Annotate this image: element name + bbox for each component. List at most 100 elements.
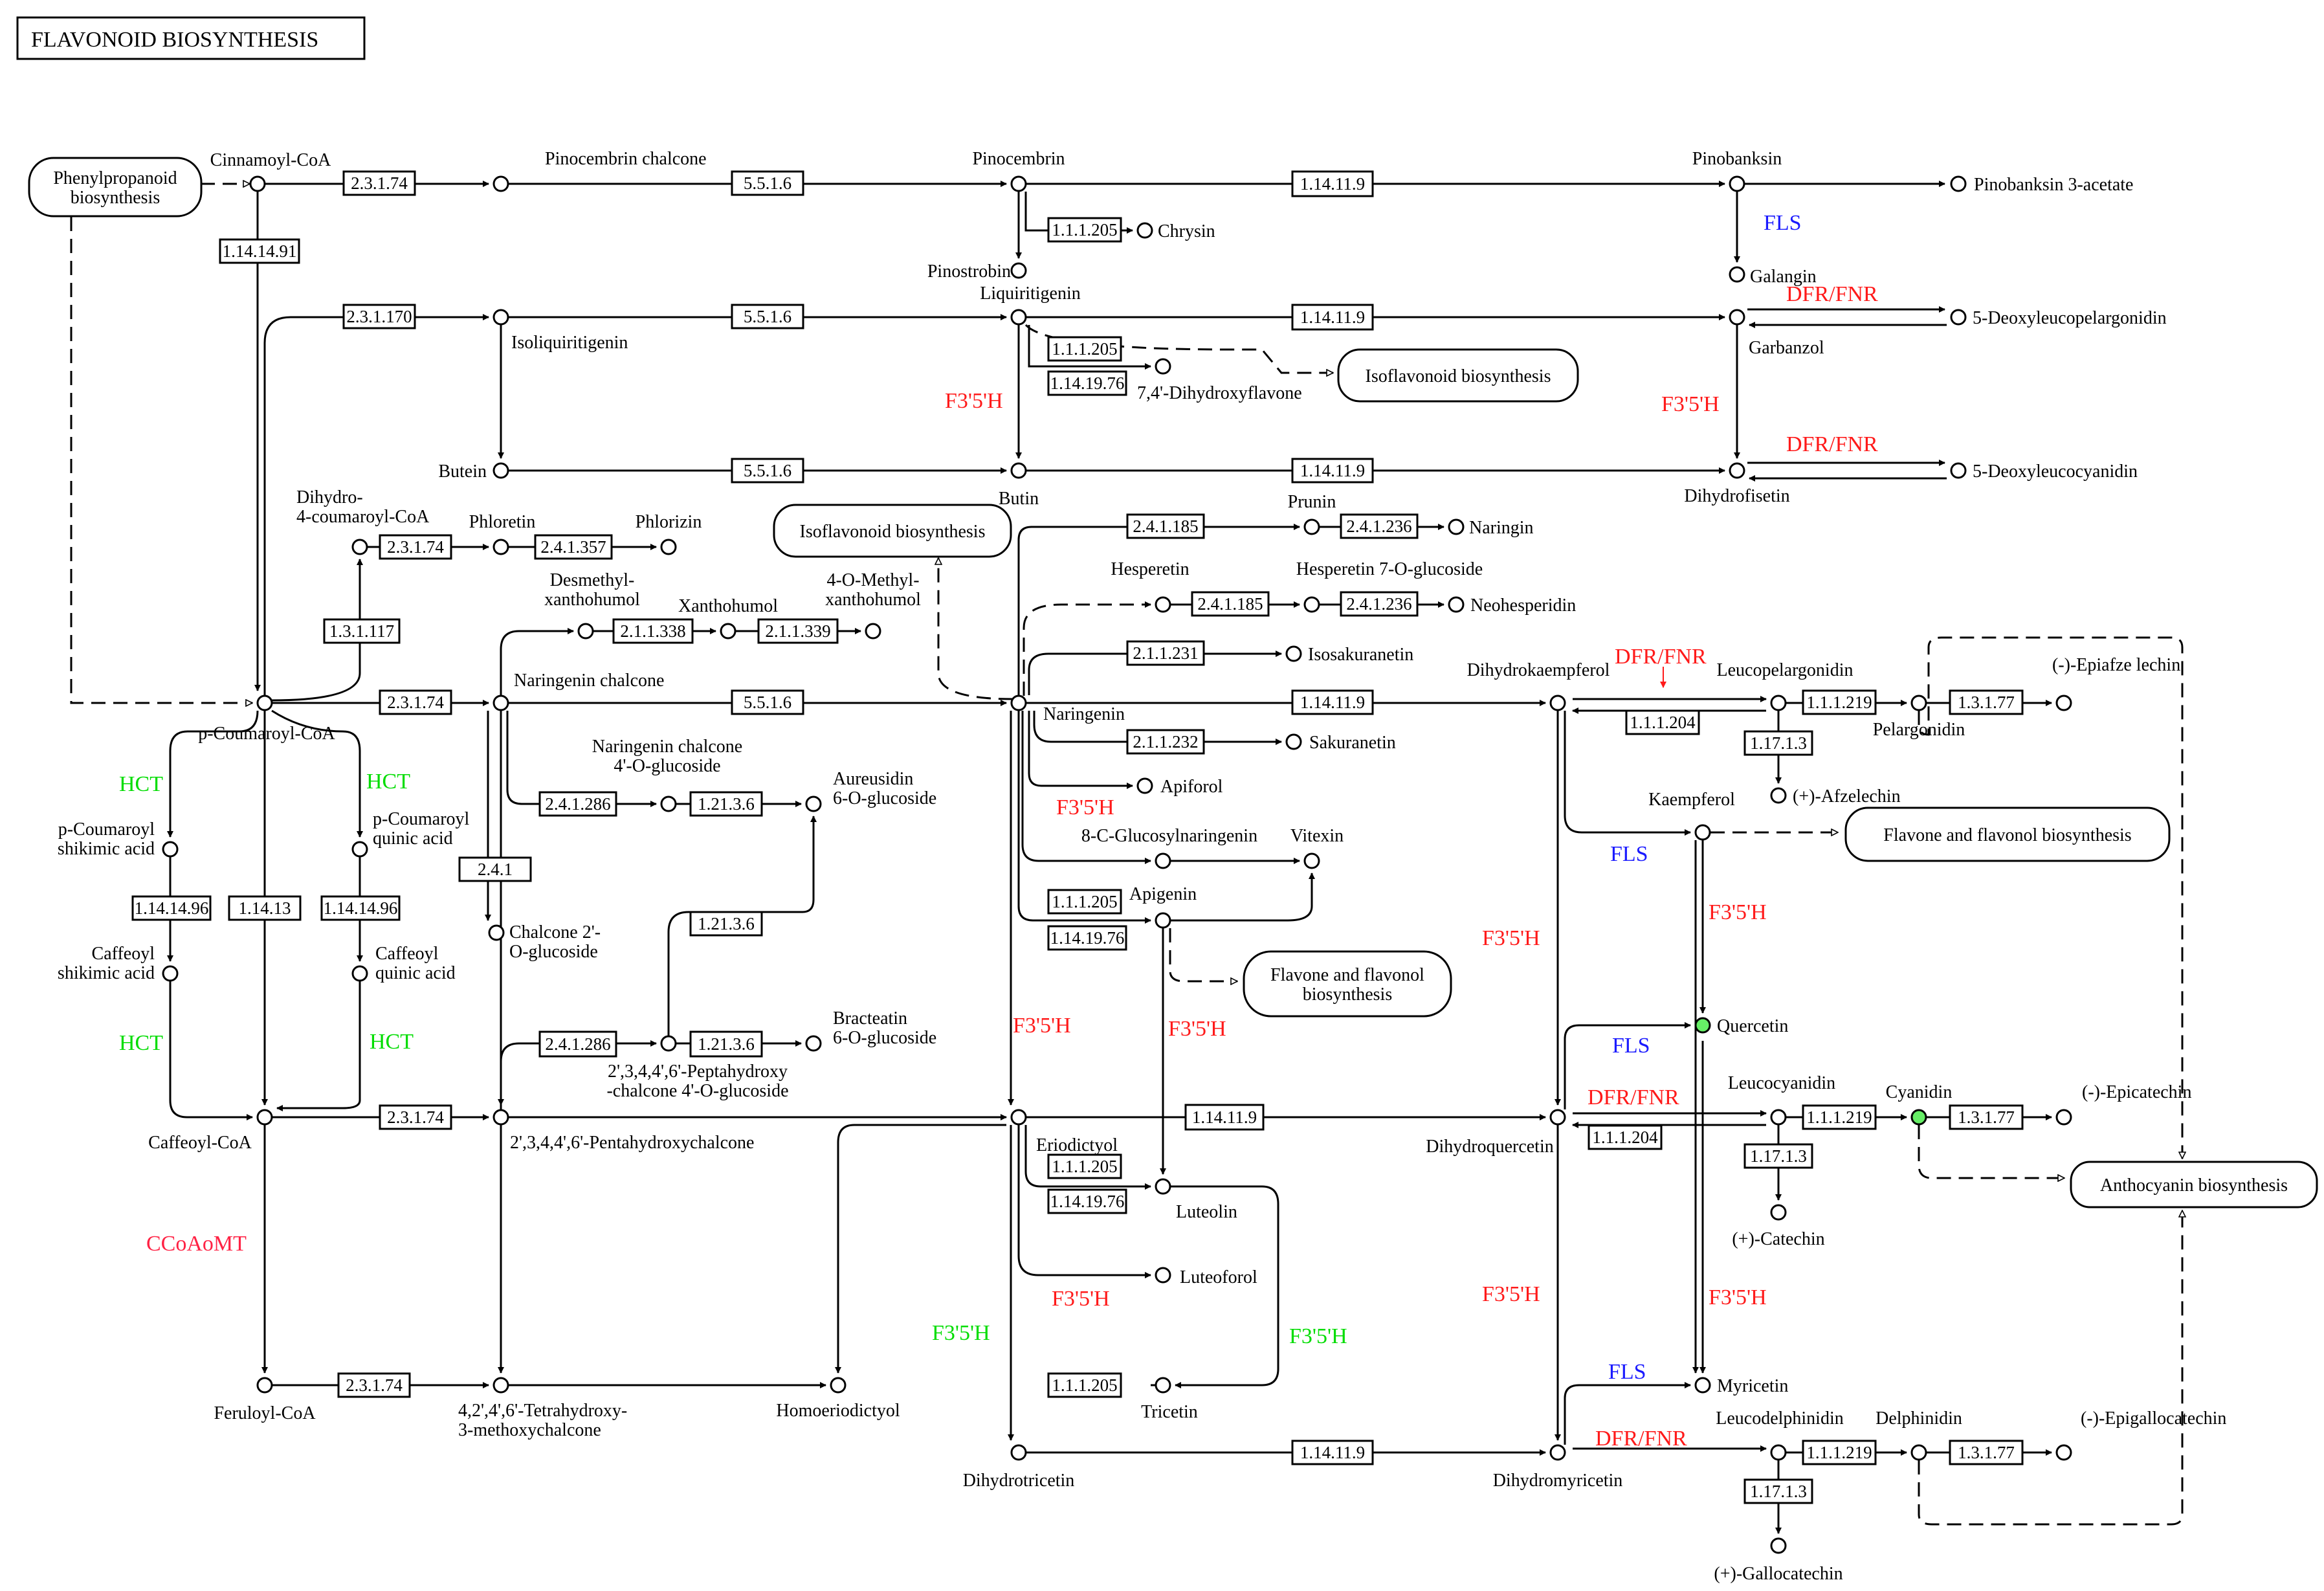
compound-node-pinostrobin[interactable] <box>1010 262 1027 279</box>
compound-node-garbanzol[interactable] <box>1729 309 1745 326</box>
compound-node-butein[interactable] <box>492 462 509 479</box>
pathway-flav1[interactable]: Flavone and flavonol biosynthesis <box>1844 807 2171 862</box>
compound-node-feruloylcoa[interactable] <box>256 1377 273 1394</box>
compound-node-epigallocatechin[interactable] <box>2055 1444 2072 1461</box>
enzyme-e1[interactable]: 2.3.1.74 <box>342 170 416 196</box>
enzyme-e23[interactable]: 2.3.1.74 <box>379 689 452 715</box>
compound-node-gallocatechin[interactable] <box>1770 1537 1787 1554</box>
pathway-iso2[interactable]: Isoflavonoid biosynthesis <box>773 504 1012 558</box>
enzyme-e25[interactable]: 1.14.11.9 <box>1291 689 1374 715</box>
enzyme-e17[interactable]: 2.1.1.338 <box>612 618 694 644</box>
compound-node-luteoforol[interactable] <box>1155 1267 1171 1284</box>
enzyme-e10[interactable]: 1.14.19.76 <box>1047 370 1127 396</box>
enzyme-e9[interactable]: 1.1.1.205 <box>1047 336 1122 362</box>
compound-node-methylxanthohumol[interactable] <box>865 623 881 640</box>
compound-node-catechin[interactable] <box>1770 1204 1787 1221</box>
compound-node-pinocembrin_chalcone[interactable] <box>492 175 509 192</box>
compound-node-nc_glucoside[interactable] <box>660 796 677 812</box>
enzyme-e4[interactable]: 1.14.14.91 <box>219 238 300 264</box>
compound-node-pcoumaroyl_shikimic[interactable] <box>162 841 179 858</box>
compound-node-peptahydroxy[interactable] <box>660 1035 677 1052</box>
compound-node-bracteatin[interactable] <box>805 1035 822 1052</box>
enzyme-e54[interactable]: 1.3.1.77 <box>1949 1440 2024 1465</box>
pathway-antho[interactable]: Anthocyanin biosynthesis <box>2070 1161 2318 1208</box>
enzyme-e6[interactable]: 2.3.1.170 <box>342 304 416 329</box>
compound-node-pinocembrin[interactable] <box>1010 175 1027 192</box>
enzyme-e27[interactable]: 1.1.1.219 <box>1802 689 1877 715</box>
enzyme-e52[interactable]: 1.14.11.9 <box>1291 1440 1374 1465</box>
compound-node-caffeoyl_shikimic[interactable] <box>162 965 179 982</box>
compound-node-cinnamoyl[interactable] <box>249 175 266 192</box>
compound-node-isosakuranetin[interactable] <box>1285 645 1302 662</box>
compound-node-galangin[interactable] <box>1729 266 1745 283</box>
compound-node-dihydrokaempferol[interactable] <box>1549 695 1566 711</box>
compound-node-pinobanksin3[interactable] <box>1950 175 1967 192</box>
enzyme-e47[interactable]: 1.1.1.205 <box>1047 1153 1122 1179</box>
enzyme-e45[interactable]: 1.1.1.204 <box>1588 1124 1663 1150</box>
compound-node-pelargonidin[interactable] <box>1910 695 1927 711</box>
compound-node-prunin[interactable] <box>1303 518 1320 535</box>
compound-node-sakuranetin[interactable] <box>1285 733 1302 750</box>
compound-node-pcoumaroylcoa[interactable] <box>256 695 273 711</box>
compound-node-chalcone2[interactable] <box>488 924 505 941</box>
compound-node-pinobanksin[interactable] <box>1729 175 1745 192</box>
compound-node-chrysin[interactable] <box>1136 222 1153 239</box>
enzyme-e12[interactable]: 1.14.11.9 <box>1291 458 1374 484</box>
enzyme-e26[interactable]: 1.1.1.204 <box>1625 709 1700 735</box>
enzyme-e53[interactable]: 1.1.1.219 <box>1802 1440 1877 1465</box>
compound-node-leucocyanidin[interactable] <box>1770 1109 1787 1126</box>
compound-node-dihydrocoumaroyl[interactable] <box>351 539 368 555</box>
enzyme-e24[interactable]: 5.5.1.6 <box>731 689 804 715</box>
compound-node-myricetin[interactable] <box>1694 1377 1711 1394</box>
enzyme-e28[interactable]: 1.3.1.77 <box>1949 689 2024 715</box>
compound-node-glucosylnaringenin[interactable] <box>1155 852 1171 869</box>
compound-node-hesperetin[interactable] <box>1155 596 1171 613</box>
compound-node-naringenin[interactable] <box>1010 695 1027 711</box>
compound-node-dihydroquercetin[interactable] <box>1549 1109 1566 1126</box>
compound-node-deoxyleucopelargonidin[interactable] <box>1950 309 1967 326</box>
compound-node-luteolin[interactable] <box>1155 1178 1171 1195</box>
compound-node-butin[interactable] <box>1010 462 1027 479</box>
enzyme-e7[interactable]: 5.5.1.6 <box>731 304 804 329</box>
enzyme-e33[interactable]: 2.4.1 <box>458 856 532 882</box>
enzyme-e37[interactable]: 1.1.1.205 <box>1047 889 1122 915</box>
compound-node-dihydroxyflavone[interactable] <box>1155 358 1171 375</box>
compound-node-neohesperidin[interactable] <box>1448 596 1465 613</box>
enzyme-e15[interactable]: 2.4.1.185 <box>1126 513 1205 539</box>
enzyme-e46[interactable]: 1.3.1.77 <box>1949 1104 2024 1130</box>
enzyme-e5[interactable]: 1.1.1.205 <box>1047 217 1122 243</box>
compound-node-apiforol[interactable] <box>1136 777 1153 794</box>
compound-node-delphinidin[interactable] <box>1910 1444 1927 1461</box>
enzyme-e42[interactable]: 2.3.1.74 <box>379 1104 452 1130</box>
enzyme-e2[interactable]: 5.5.1.6 <box>731 170 804 196</box>
compound-node-afzelechin[interactable] <box>1770 787 1787 804</box>
compound-node-isoliquiritigenin[interactable] <box>492 309 509 326</box>
enzyme-e30[interactable]: 1.17.1.3 <box>1743 730 1813 756</box>
compound-node-tricetin[interactable] <box>1155 1377 1171 1394</box>
enzyme-e21[interactable]: 1.3.1.117 <box>323 618 401 644</box>
compound-node-caffeoylcoa[interactable] <box>256 1109 273 1126</box>
enzyme-e51[interactable]: 1.1.1.205 <box>1047 1372 1122 1398</box>
compound-node-naringenin_chalcone[interactable] <box>492 695 509 711</box>
enzyme-e50[interactable]: 2.3.1.74 <box>337 1372 411 1398</box>
enzyme-e34[interactable]: 1.14.14.96 <box>131 895 212 921</box>
compound-node-kaempferol[interactable] <box>1694 824 1711 841</box>
compound-node-homoeriodictyol[interactable] <box>830 1377 847 1394</box>
compound-node-quercetin[interactable] <box>1694 1017 1711 1034</box>
compound-node-apigenin[interactable] <box>1155 912 1171 929</box>
enzyme-e36[interactable]: 1.14.14.96 <box>320 895 401 921</box>
enzyme-e19[interactable]: 2.4.1.185 <box>1191 591 1270 617</box>
pathway-iso1[interactable]: Isoflavonoid biosynthesis <box>1337 348 1579 403</box>
compound-node-epiafzelechin[interactable] <box>2055 695 2072 711</box>
compound-node-leucopelargonidin[interactable] <box>1770 695 1787 711</box>
compound-node-eriodictyol[interactable] <box>1010 1109 1027 1126</box>
compound-node-desmethylxanthohumol[interactable] <box>577 623 594 640</box>
enzyme-e3[interactable]: 1.14.11.9 <box>1291 170 1374 197</box>
enzyme-e48[interactable]: 1.14.19.76 <box>1047 1188 1127 1214</box>
compound-node-dihydrotricetin[interactable] <box>1010 1444 1027 1461</box>
enzyme-e29[interactable]: 2.1.1.232 <box>1126 729 1205 755</box>
enzyme-e55[interactable]: 1.17.1.3 <box>1743 1478 1813 1504</box>
enzyme-e20[interactable]: 2.4.1.236 <box>1340 591 1419 617</box>
